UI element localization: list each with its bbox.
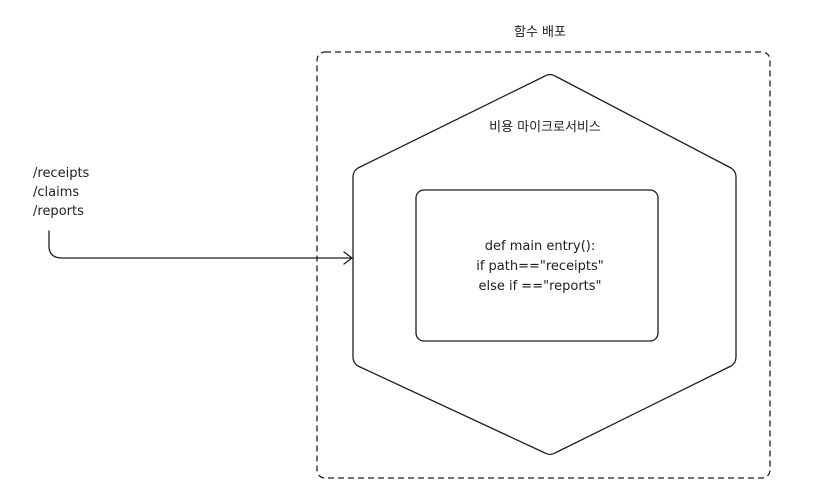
code-line: def main entry():: [484, 239, 596, 254]
code-snippet: def main entry(): if path=="receipts" el…: [420, 237, 660, 297]
route-list: /receipts /claims /reports: [33, 164, 89, 221]
function-deployment-boundary: [316, 51, 771, 479]
route-item: /receipts: [33, 166, 90, 181]
arrowhead: [343, 251, 353, 265]
code-box: [415, 189, 659, 342]
microservice-hexagon: [352, 73, 737, 456]
code-line: if path=="receipts": [476, 259, 604, 274]
microservice-title: 비용 마이크로서비스: [489, 120, 601, 135]
route-item: /reports: [33, 204, 84, 219]
deployment-title: 함수 배포: [514, 25, 566, 40]
request-arrow: [48, 230, 352, 259]
route-item: /claims: [33, 185, 80, 200]
code-line: else if =="reports": [478, 279, 602, 294]
